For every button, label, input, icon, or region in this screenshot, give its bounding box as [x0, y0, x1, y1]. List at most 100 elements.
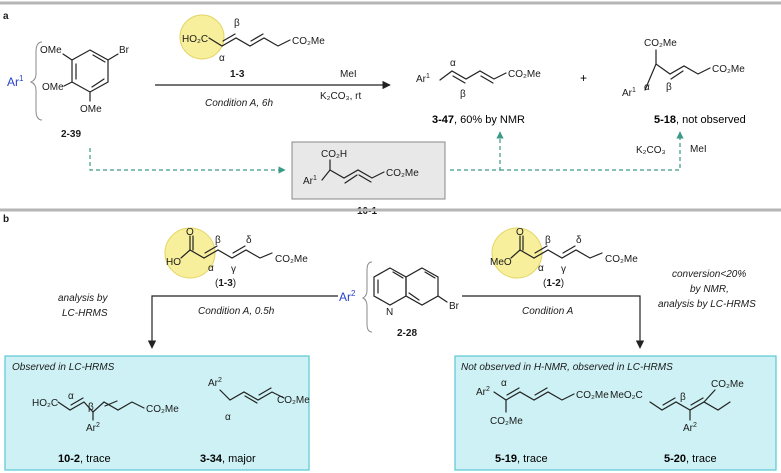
product-3-47: Ar1 CO₂Me α β — [416, 58, 541, 100]
svg-text:CO₂Me: CO₂Me — [644, 38, 677, 49]
svg-text:Ar2: Ar2 — [683, 422, 697, 434]
panel-b-label: b — [3, 214, 9, 225]
plus-sign: + — [580, 71, 587, 85]
ar2-brace — [361, 261, 373, 333]
ester-reagent-1-2: O MeO CO₂Me α β γ δ — [490, 227, 638, 275]
product-5-18-caption: 5-18, not observed — [654, 114, 746, 126]
product-10-2: HO₂C Ar2 CO₂Me α β — [32, 391, 179, 434]
product-5-20: MeO₂C CO₂Me Ar2 β — [610, 379, 744, 434]
svg-text:β: β — [234, 18, 240, 29]
svg-text:α: α — [538, 263, 544, 274]
svg-text:CO₂H: CO₂H — [321, 149, 347, 160]
right-note-line-2: by NMR, — [690, 284, 729, 295]
right-note-line-1: conversion<20% — [672, 269, 746, 280]
svg-text:CO₂Me: CO₂Me — [275, 254, 308, 265]
arrow-right-branch — [462, 295, 645, 349]
ar1-label: Ar1 — [7, 74, 24, 89]
quinoline-2-28: N Br — [373, 267, 460, 318]
svg-text:Br: Br — [119, 45, 130, 56]
product-5-19: Ar2 CO₂Me CO₂Me α — [476, 378, 609, 427]
svg-text:CO₂Me: CO₂Me — [386, 168, 419, 179]
product-3-34-caption: 3-34, major — [200, 453, 256, 465]
svg-text:OMe: OMe — [80, 104, 102, 115]
svg-text:α: α — [450, 58, 456, 69]
svg-text:γ: γ — [231, 264, 236, 275]
svg-text:α: α — [501, 378, 507, 389]
svg-text:HO: HO — [166, 257, 181, 268]
svg-text:Ar2: Ar2 — [208, 377, 222, 389]
svg-text:α: α — [644, 82, 650, 93]
panel-a-label: a — [3, 11, 9, 22]
product-3-47-caption: 3-47, 60% by NMR — [432, 114, 525, 126]
observed-box-title: Observed in LC-HRMS — [12, 362, 115, 373]
dashed-arrow-to-intermediate — [89, 148, 286, 174]
product-3-34: Ar2 CO₂Me α — [208, 377, 310, 423]
svg-text:Ar2: Ar2 — [476, 386, 490, 398]
intermediate-box — [291, 141, 446, 200]
product-10-2-caption: 10-2, trace — [58, 453, 111, 465]
svg-text:β: β — [88, 402, 94, 413]
svg-text:OMe: OMe — [42, 82, 64, 93]
svg-text:O: O — [186, 227, 194, 238]
not-observed-box-title: Not observed in H-NMR, observed in LC-HR… — [461, 362, 673, 373]
svg-text:CO₂Me: CO₂Me — [711, 379, 744, 390]
svg-text:CO₂Me: CO₂Me — [292, 36, 325, 47]
svg-text:Ar1: Ar1 — [416, 73, 430, 85]
ester-reagent-id: (1-2) — [543, 278, 564, 289]
svg-text:HO₂C: HO₂C — [32, 398, 58, 409]
dashed-arrow-to-5-18 — [500, 131, 684, 171]
svg-text:α: α — [208, 263, 214, 274]
not-observed-box — [454, 355, 777, 471]
arrow-left-branch — [147, 295, 338, 349]
svg-text:β: β — [215, 235, 221, 246]
left-note-line-2: LC-HRMS — [62, 308, 108, 319]
svg-text:HO₂C: HO₂C — [182, 34, 208, 45]
svg-text:MeO₂C: MeO₂C — [610, 390, 643, 401]
svg-text:α: α — [225, 412, 231, 423]
product-5-19-caption: 5-19, trace — [495, 453, 548, 465]
ar2-label: Ar2 — [339, 289, 356, 304]
svg-text:β: β — [545, 235, 551, 246]
svg-text:OMe: OMe — [40, 45, 62, 56]
svg-text:CO₂Me: CO₂Me — [712, 64, 745, 75]
svg-text:CO₂Me: CO₂Me — [605, 254, 638, 265]
dashed-arrow-to-3-47 — [450, 131, 504, 171]
intermediate-10-1: CO₂H Ar1 CO₂Me — [303, 149, 419, 187]
svg-text:Ar2: Ar2 — [86, 422, 100, 434]
svg-text:Br: Br — [449, 301, 460, 312]
left-note-line-1: analysis by — [58, 293, 108, 304]
svg-text:CO₂Me: CO₂Me — [490, 416, 523, 427]
acid-reagent-1-3: O HO CO₂Me α β γ δ — [166, 227, 308, 275]
svg-text:δ: δ — [576, 235, 582, 246]
acid-highlight-b — [164, 227, 216, 279]
svg-text:δ: δ — [246, 235, 252, 246]
product-5-20-caption: 5-20, trace — [664, 453, 717, 465]
acid-highlight-a — [179, 14, 225, 60]
reagent-1-3-id: 1-3 — [230, 69, 245, 80]
svg-text:γ: γ — [561, 264, 566, 275]
svg-text:N: N — [386, 307, 393, 318]
svg-text:CO₂Me: CO₂Me — [508, 69, 541, 80]
svg-text:α: α — [68, 391, 74, 402]
side-reagent-mei: MeI — [690, 144, 707, 155]
condition-a-6h: Condition A, 6h — [205, 98, 273, 109]
svg-text:β: β — [666, 82, 672, 93]
reagent-mei: MeI — [340, 69, 357, 80]
svg-text:Ar1: Ar1 — [7, 74, 24, 89]
aryl-bromide-2-39: Br OMe OMe OMe — [40, 45, 130, 115]
observed-box — [4, 355, 310, 471]
reagent-1-3-a: HO₂C CO₂Me β α — [182, 18, 325, 64]
product-5-18: CO₂Me Ar1 CO₂Me α β — [622, 38, 745, 99]
ar1-brace — [29, 41, 43, 121]
svg-text:Ar1: Ar1 — [303, 175, 317, 187]
svg-text:β: β — [460, 89, 466, 100]
compound-2-39-id: 2-39 — [61, 129, 81, 140]
condition-right: Condition A — [522, 306, 574, 317]
svg-text:CO₂Me: CO₂Me — [576, 390, 609, 401]
svg-text:CO₂Me: CO₂Me — [277, 395, 310, 406]
svg-text:O: O — [516, 227, 524, 238]
svg-text:MeO: MeO — [490, 257, 512, 268]
svg-text:β: β — [680, 392, 686, 403]
side-reagent-k2co3: K₂CO₃ — [636, 145, 666, 156]
